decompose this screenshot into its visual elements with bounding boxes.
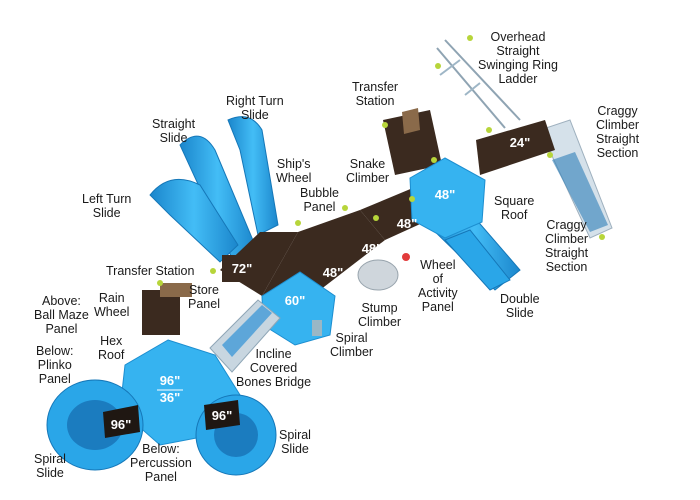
accent-markers: [157, 122, 605, 286]
bones-bridge: [209, 299, 281, 373]
climbers: [312, 253, 410, 336]
platform-36: 36": [160, 390, 181, 405]
craggy-climber: [539, 119, 613, 239]
transfer-station-left: [142, 283, 192, 335]
platform-48-c: 48": [397, 216, 418, 231]
upper-slides: [149, 116, 279, 263]
platform-96-left: 96": [111, 417, 132, 432]
platform-24: 24": [510, 135, 531, 150]
overhead-ladder: [435, 35, 521, 129]
platform-60: 60": [285, 293, 306, 308]
platform-labels: 72" 60" 48" 48" 48" 48" 24" 96" 36" 96" …: [103, 135, 530, 438]
platform-96-right: 96": [212, 408, 233, 423]
platform-48-b: 48": [362, 241, 383, 256]
platform-48-a: 48": [323, 265, 344, 280]
platform-72: 72": [232, 261, 253, 276]
platform-96-top: 96": [160, 373, 181, 388]
deck-chain: [220, 108, 555, 346]
platform-48-d: 48": [435, 187, 456, 202]
label-transfer-station-left: Transfer Station: [106, 264, 195, 278]
